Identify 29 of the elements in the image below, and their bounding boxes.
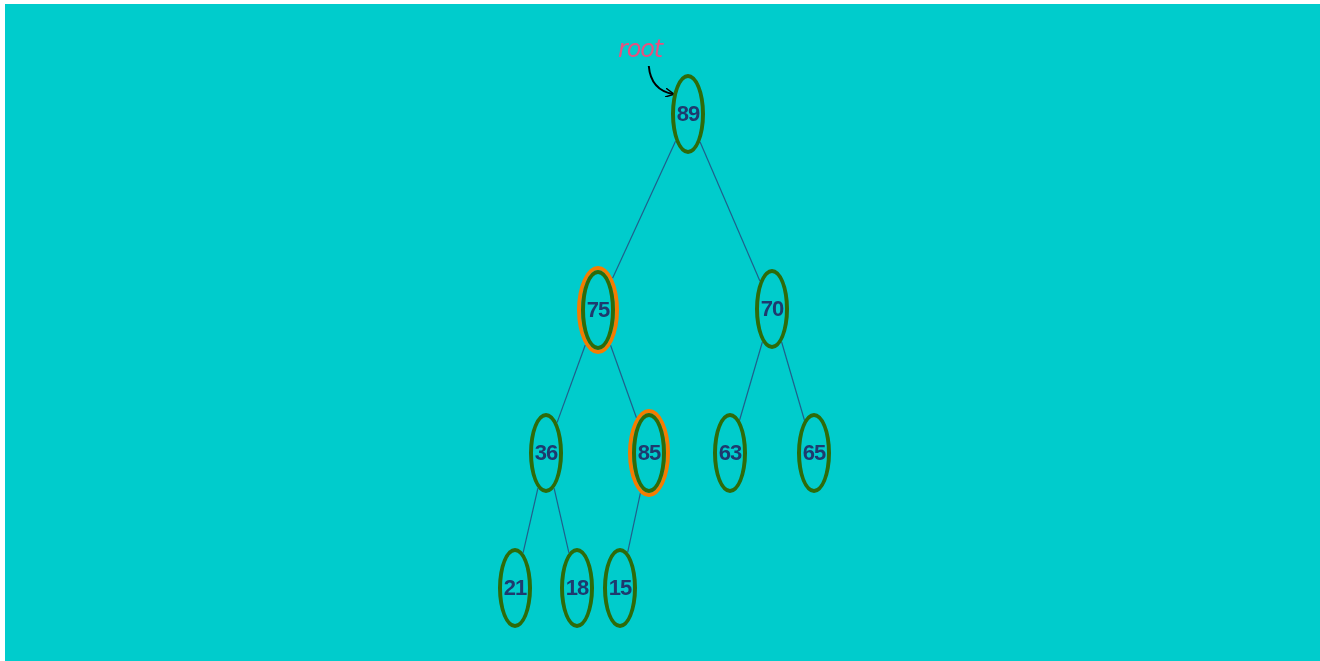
tree-edge <box>781 341 805 421</box>
tree-node <box>755 269 789 349</box>
node-value: 89 <box>676 103 700 125</box>
tree-edge <box>556 344 586 424</box>
tree-edge <box>739 341 763 421</box>
tree-edge <box>611 140 677 279</box>
node-value: 75 <box>586 299 610 321</box>
tree-node <box>529 413 563 493</box>
node-value: 85 <box>637 442 661 464</box>
tree-node <box>603 548 637 628</box>
tree-node <box>671 74 705 154</box>
tree-node <box>498 548 532 628</box>
tree-node <box>797 413 831 493</box>
node-value: 18 <box>565 577 589 599</box>
node-value: 63 <box>718 442 742 464</box>
node-value: 65 <box>802 442 826 464</box>
node-value: 70 <box>760 298 784 320</box>
node-value: 15 <box>608 577 632 599</box>
pointer-arrow <box>647 65 675 98</box>
tree-node <box>560 548 594 628</box>
node-value: 21 <box>503 577 527 599</box>
node-value: 36 <box>534 442 558 464</box>
tree-edge <box>522 487 539 554</box>
pointer-label: root <box>618 37 662 61</box>
tree-edge <box>627 492 641 553</box>
tree-edge <box>553 487 570 554</box>
tree-edge <box>609 344 638 419</box>
tree-edge <box>699 141 761 282</box>
tree-node <box>713 413 747 493</box>
